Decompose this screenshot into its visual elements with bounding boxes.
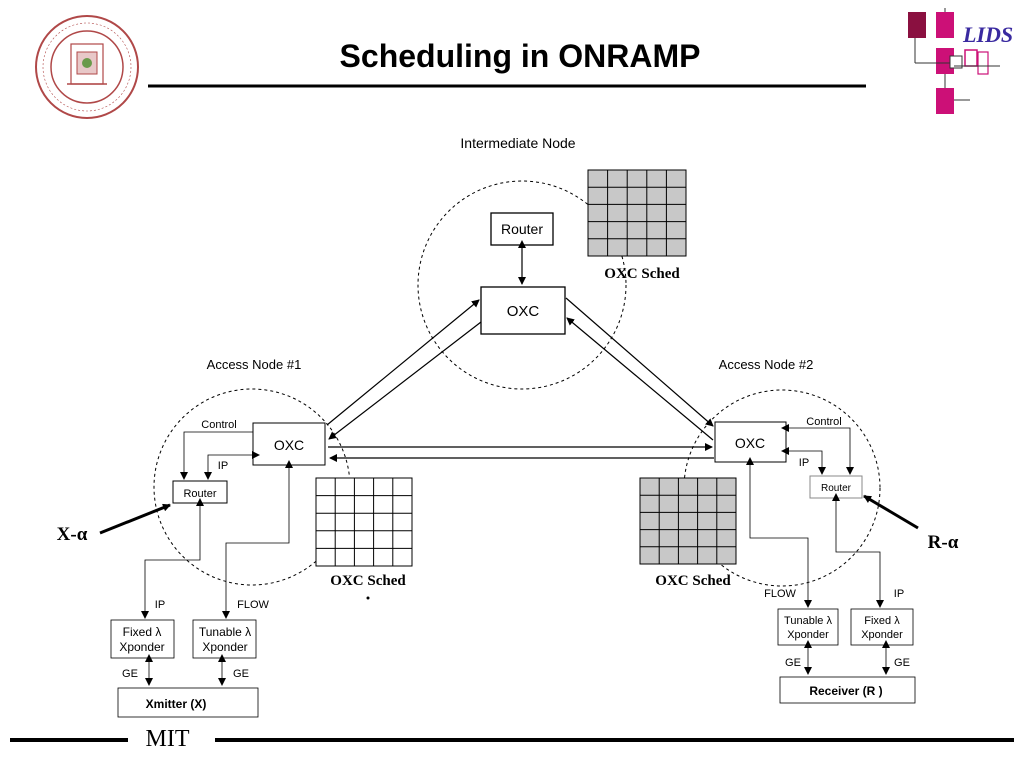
an1-flow-link-label: FLOW — [237, 599, 269, 611]
an2-receiver-label: Receiver (R ) — [809, 684, 882, 698]
link-intermediate-to-an1 — [328, 321, 482, 440]
an1-oxc-flow-link — [222, 460, 293, 619]
an1-control-label: Control — [201, 419, 236, 431]
an1-tunable-xponder-box — [192, 619, 257, 659]
an2-flow-link-label: FLOW — [764, 588, 796, 600]
bullet-dot — [366, 596, 370, 600]
intermediate-oxc-label: OXC — [507, 303, 540, 320]
access-node-2-label: Access Node #2 — [719, 357, 814, 372]
an1-fixed-xponder-box — [110, 619, 175, 659]
an2-ge-left-label: GE — [785, 657, 801, 669]
an1-xmitter-box — [117, 687, 259, 718]
an2-router-label: Router — [821, 483, 852, 494]
an1-router-ip-link — [141, 498, 204, 619]
lids-logo-text: LIDS — [963, 22, 1014, 47]
footer-mit-label: MIT — [145, 726, 190, 752]
an1-control-link — [180, 431, 253, 480]
an1-oxc-label: OXC — [274, 437, 304, 453]
an2-fixed-xponder-line2: Xponder — [861, 629, 903, 641]
an2-fixed-xponder-line1: Fixed λ — [864, 615, 900, 627]
an2-oxc-label: OXC — [735, 435, 765, 451]
an1-input-label: X-α — [57, 524, 88, 545]
an2-control-label: Control — [806, 416, 841, 428]
an1-ip-link — [204, 451, 260, 480]
an1-fixed-xponder-line2: Xponder — [119, 640, 164, 654]
an1-tunable-xponder-line2: Xponder — [202, 640, 247, 654]
an1-ip-label: IP — [218, 460, 228, 472]
link-an1-to-intermediate — [326, 299, 480, 426]
an1-oxc-sched-grid — [315, 477, 413, 567]
link-an2-to-intermediate — [566, 317, 714, 441]
an2-input-label: R-α — [928, 532, 959, 553]
an2-control-link — [781, 424, 854, 475]
an2-oxc-box — [714, 421, 787, 463]
page-title: Scheduling in ONRAMP — [339, 38, 701, 74]
intermediate-router-label: Router — [501, 221, 543, 237]
an2-ip-link — [781, 447, 826, 475]
link-intermediate-to-an2 — [565, 297, 714, 427]
intermediate-oxc-sched-label: OXC Sched — [604, 266, 680, 282]
an2-oxc-sched-label: OXC Sched — [655, 573, 731, 589]
mit-seal-logo — [35, 15, 139, 119]
intermediate-node-label: Intermediate Node — [460, 135, 575, 151]
an2-ge-right-label: GE — [894, 657, 910, 669]
an1-fixed-xponder-line1: Fixed λ — [123, 625, 162, 639]
access-node-1-label: Access Node #1 — [207, 357, 302, 372]
an1-ip-link-label: IP — [155, 599, 165, 611]
an2-ip-label: IP — [799, 457, 809, 469]
an1-ge-left-label: GE — [122, 668, 138, 680]
an2-tunable-xponder-line2: Xponder — [787, 629, 829, 641]
an1-ge-right-label: GE — [233, 668, 249, 680]
an1-oxc-sched-label: OXC Sched — [330, 573, 406, 589]
an1-xmitter-label: Xmitter (X) — [146, 697, 207, 711]
an2-tunable-xponder-line1: Tunable λ — [784, 615, 832, 627]
an2-receiver-box — [779, 676, 916, 704]
an2-router-ip-link — [832, 493, 884, 608]
an1-input-arrow — [99, 503, 171, 535]
intermediate-node-boundary — [417, 180, 627, 390]
an2-input-arrow — [863, 494, 919, 530]
lids-logo — [908, 8, 1000, 114]
an2-ip-link-label: IP — [894, 588, 904, 600]
header-rule — [148, 84, 866, 88]
an2-oxc-flow-link — [746, 457, 812, 608]
intermediate-oxc-box — [480, 286, 566, 335]
an2-oxc-sched-grid — [639, 477, 737, 565]
an1-tunable-xponder-line1: Tunable λ — [199, 625, 251, 639]
intermediate-oxc-sched-grid — [587, 169, 687, 257]
an1-router-label: Router — [183, 488, 216, 500]
